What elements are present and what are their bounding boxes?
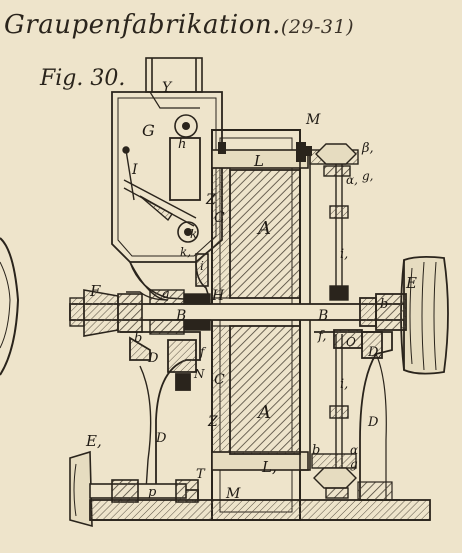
label-D1: D, [367, 345, 382, 360]
label-i1-top: i, [340, 247, 348, 262]
label-alpha: α [350, 443, 358, 457]
label-b-bottom: b [312, 443, 320, 458]
label-T: T [196, 467, 206, 482]
bottom-pulley [69, 450, 199, 528]
label-E: E [405, 274, 417, 292]
label-alpha1: α, [346, 173, 358, 187]
label-b-left: b [134, 331, 142, 346]
casing-wall-left [211, 167, 231, 299]
top-cover-plate [211, 149, 309, 169]
label-I: I [131, 162, 138, 178]
label-D-low: D [155, 431, 167, 446]
label-M-top: M [305, 112, 321, 128]
figure-label: Fig. 30. [40, 66, 126, 91]
label-F: F [89, 282, 101, 300]
label-O: O [346, 335, 356, 349]
label-E1: E, [85, 432, 102, 450]
bottom-gear-assembly [311, 453, 357, 499]
hopper-inlet [145, 57, 203, 93]
millstone-upper [229, 169, 301, 299]
page-title: Graupenfabrikation.(29-31) [4, 10, 354, 40]
label-D-left: D [147, 351, 159, 366]
frame-left [120, 331, 201, 500]
label-B-left: B [175, 308, 186, 324]
label-D-right: D [367, 415, 379, 430]
label-i: i [200, 259, 204, 273]
title-text: Graupenfabrikation. [4, 10, 281, 40]
left-partial-wheel [0, 237, 20, 376]
label-h: h [178, 137, 186, 152]
label-a: a [162, 287, 170, 302]
label-C-top: C [214, 210, 225, 226]
side-shaft [329, 150, 349, 470]
base-flange-right [357, 481, 393, 501]
label-M-bottom: M [225, 486, 241, 502]
label-G: G [142, 121, 155, 140]
label-f: f [199, 345, 207, 359]
label-beta1: β, [361, 141, 374, 156]
label-L: L [253, 152, 264, 170]
label-k: k [190, 227, 197, 241]
label-L1: L, [261, 458, 277, 476]
label-N: N [193, 367, 205, 381]
label-i1-bottom: i, [340, 377, 348, 392]
label-b-right: b [380, 297, 388, 312]
millstone-lower [229, 325, 301, 455]
label-C-bottom: C [214, 372, 225, 388]
label-Y: Y [162, 80, 173, 96]
label-B-right: B [317, 308, 328, 324]
part-labels: Y M G h I L β, α, g, Z C A k k, i i, F a… [85, 80, 417, 502]
label-k1: k, [180, 245, 191, 259]
feed-roller-upper [174, 114, 198, 138]
hopper-housing [111, 91, 223, 263]
label-Z-top: Z [205, 192, 216, 208]
top-bolts [218, 142, 312, 162]
label-Z-bottom: Z [207, 414, 218, 430]
left-pulley [83, 289, 143, 337]
label-p: p [148, 485, 157, 500]
label-g: g [350, 457, 358, 471]
label-A-bottom: A [256, 402, 271, 423]
base-plate [89, 499, 431, 521]
inclined-chute [122, 146, 197, 227]
right-pulley [359, 255, 449, 375]
frame-right [314, 329, 400, 501]
title-reference: (29-31) [280, 16, 355, 38]
label-g1: g, [362, 169, 374, 183]
label-f1: f, [317, 329, 326, 344]
left-bearing-hubs [149, 289, 211, 335]
label-A-top: A [256, 218, 271, 239]
label-H: H [211, 288, 225, 304]
frame-upper-left [126, 261, 169, 301]
top-gear-assembly [309, 143, 359, 177]
